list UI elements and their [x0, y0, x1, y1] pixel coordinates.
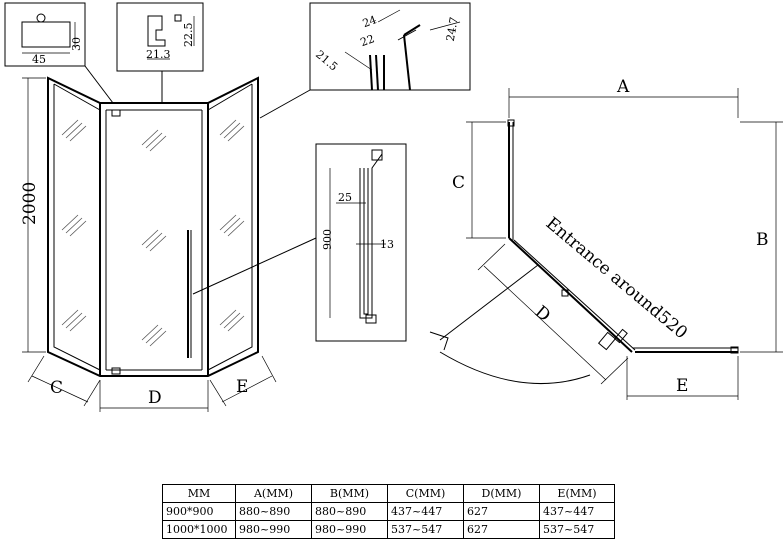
cell: 1000*1000 [162, 520, 236, 539]
entrance-label: Entrance around520 [542, 214, 691, 344]
leader-corner [259, 89, 311, 119]
cell: 627 [463, 502, 540, 521]
dim-24: 24 [361, 13, 379, 30]
cell: 537~547 [539, 520, 615, 539]
header-b: B(MM) [311, 484, 388, 503]
detail-hinge-box: 45 30 [4, 2, 86, 67]
dim-e-front: E [236, 377, 248, 397]
cell: 537~547 [387, 520, 464, 539]
table-row: 900*900 880~890 880~890 437~447 627 437~… [162, 502, 615, 521]
dim-13: 13 [380, 238, 394, 251]
dim-24-7: 24.7 [444, 16, 461, 42]
cell: 980~990 [235, 520, 312, 539]
dim-c-plan: C [452, 173, 465, 193]
leader-handle [192, 237, 317, 295]
header-e: E(MM) [539, 484, 615, 503]
cell: 900*900 [162, 502, 236, 521]
dim-30: 30 [70, 37, 83, 51]
cell: 880~890 [235, 502, 312, 521]
dim-a-plan: A [616, 77, 630, 97]
dim-c-front: C [50, 378, 63, 398]
cell: 627 [463, 520, 540, 539]
dim-25: 25 [338, 191, 352, 204]
table-row: 1000*1000 980~990 980~990 537~547 627 53… [162, 520, 615, 539]
header-d: D(MM) [463, 484, 540, 503]
front-elevation: 2000 C D E [20, 76, 277, 412]
leader-hinge [84, 65, 114, 104]
dim-22-5: 22.5 [182, 23, 195, 48]
cell: 980~990 [311, 520, 388, 539]
cell: 880~890 [311, 502, 388, 521]
spec-table: MM A(MM) B(MM) C(MM) D(MM) E(MM) 900*900… [162, 484, 615, 539]
dim-45: 45 [32, 53, 46, 66]
detail-handle-box: 900 25 13 [315, 143, 407, 342]
detail-profile-box: 21.3 22.5 [116, 2, 204, 72]
dim-900: 900 [321, 229, 334, 250]
cell: 437~447 [387, 502, 464, 521]
dim-d-plan: D [531, 302, 554, 326]
dim-22: 22 [359, 32, 377, 49]
dim-21-5: 21.5 [313, 48, 340, 74]
table-header-row: MM A(MM) B(MM) C(MM) D(MM) E(MM) [162, 484, 615, 503]
dim-b-plan: B [756, 230, 769, 250]
header-a: A(MM) [235, 484, 312, 503]
dim-21-3: 21.3 [146, 48, 171, 61]
dim-d-front: D [148, 388, 162, 408]
plan-view: A B C D Entrance around520 E [429, 77, 783, 400]
header-mm: MM [162, 484, 236, 503]
detail-corner-box: 24 22 21.5 24.7 [309, 2, 471, 91]
header-c: C(MM) [387, 484, 464, 503]
dim-2000: 2000 [20, 182, 40, 225]
dim-e-plan: E [676, 376, 688, 396]
cell: 437~447 [539, 502, 615, 521]
